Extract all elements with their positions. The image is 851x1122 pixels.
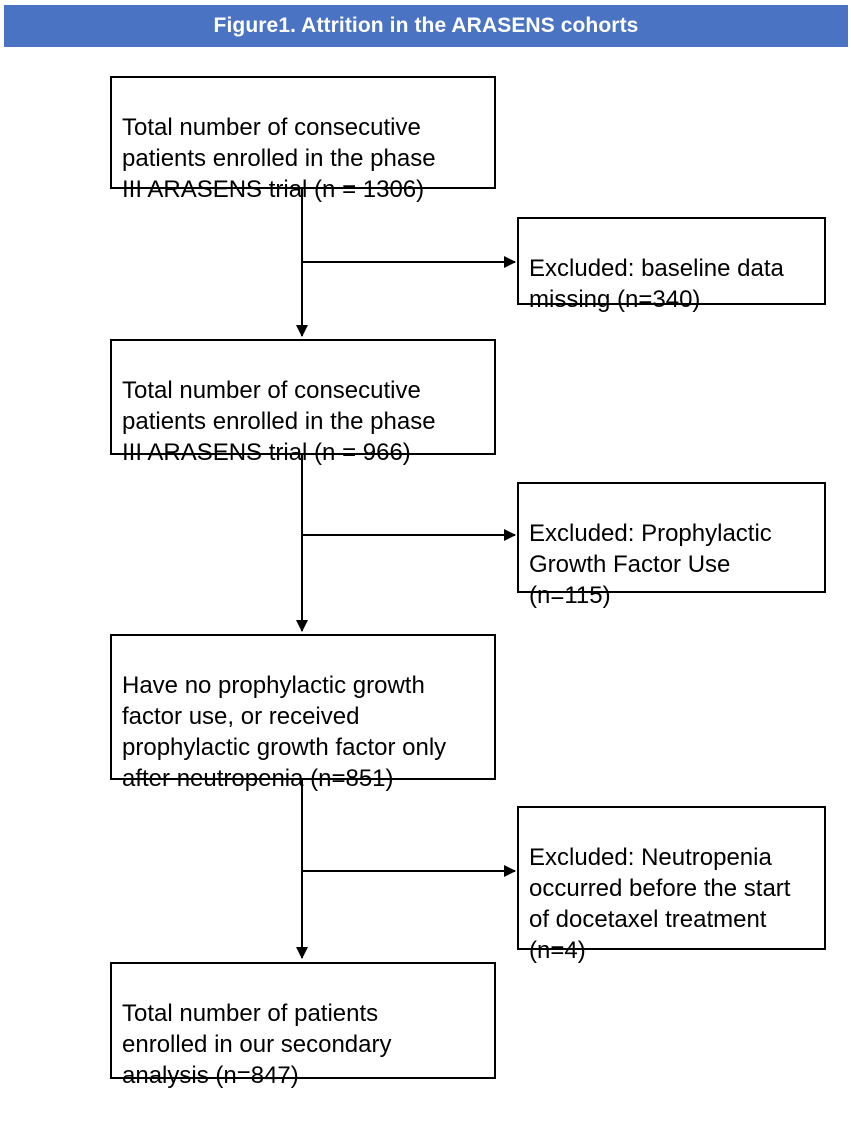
exclusion-box-growth-factor-text: Excluded: Prophylactic Growth Factor Use… bbox=[529, 520, 772, 609]
figure-title: Figure1. Attrition in the ARASENS cohort… bbox=[213, 14, 639, 37]
cohort-box-after-baseline-text: Total number of consecutive patients enr… bbox=[122, 377, 436, 466]
cohort-box-after-baseline: Total number of consecutive patients enr… bbox=[110, 339, 496, 466]
cohort-box-enrolled: Total number of consecutive patients enr… bbox=[110, 76, 496, 203]
cohort-box-no-prophylaxis: Have no prophylactic growth factor use, … bbox=[110, 634, 496, 792]
flowchart-connectors bbox=[296, 188, 516, 959]
exclusion-box-neutropenia-text: Excluded: Neutropenia occurred before th… bbox=[529, 844, 791, 964]
cohort-box-no-prophylaxis-text: Have no prophylactic growth factor use, … bbox=[122, 672, 447, 792]
cohort-box-final-analysis-text: Total number of patients enrolled in our… bbox=[122, 1000, 392, 1089]
exclusion-box-baseline-missing: Excluded: baseline data missing (n=340) bbox=[517, 217, 826, 313]
flowchart-page: Figure1. Attrition in the ARASENS cohort… bbox=[4, 5, 848, 1089]
cohort-box-enrolled-text: Total number of consecutive patients enr… bbox=[122, 114, 436, 203]
cohort-box-final-analysis: Total number of patients enrolled in our… bbox=[110, 962, 496, 1089]
figure-title-bar: Figure1. Attrition in the ARASENS cohort… bbox=[4, 5, 848, 47]
exclusion-box-baseline-missing-text: Excluded: baseline data missing (n=340) bbox=[529, 255, 784, 313]
exclusion-box-neutropenia: Excluded: Neutropenia occurred before th… bbox=[517, 806, 826, 964]
exclusion-box-growth-factor: Excluded: Prophylactic Growth Factor Use… bbox=[517, 482, 826, 609]
